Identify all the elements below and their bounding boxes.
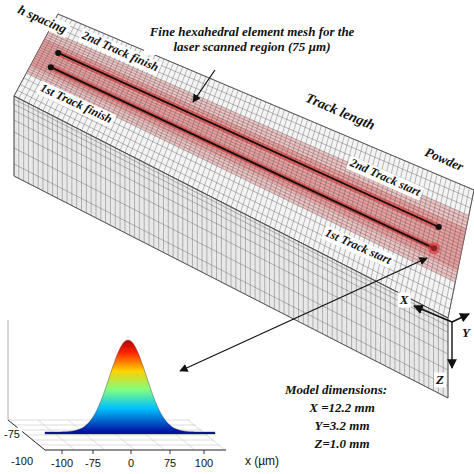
axis-tick — [62, 450, 63, 454]
mesh-line — [47, 35, 468, 223]
mesh-line — [48, 33, 468, 219]
mesh-line — [42, 43, 464, 235]
mesh-line — [55, 20, 472, 199]
axis-tick — [204, 450, 205, 454]
axis-arrow — [451, 322, 452, 368]
z-axis — [8, 320, 9, 420]
mesh-line — [34, 58, 460, 259]
mesh-line — [20, 85, 451, 301]
dimension-heading: Model dimensions: — [283, 383, 389, 398]
mesh-line — [45, 39, 466, 229]
dimension-label: Track length — [301, 89, 379, 134]
mesh-line — [27, 71, 455, 279]
tick-label: -75 — [2, 428, 22, 441]
plot-grid — [32, 440, 214, 441]
scan-track — [51, 67, 434, 248]
track-point — [436, 224, 442, 230]
mesh-line — [14, 132, 448, 354]
mesh-line — [37, 54, 462, 252]
mesh-note: Fine hexahedral element mesh for the las… — [144, 25, 360, 55]
gaussian-plot — [8, 320, 226, 454]
axis-title: x (µm) — [243, 455, 281, 469]
region-label: Powder — [421, 144, 468, 175]
plot-grid — [188, 420, 225, 450]
tick-label: -100 — [49, 457, 75, 470]
annotation-lines — [180, 70, 469, 371]
mesh-line — [43, 41, 465, 232]
mesh-line — [429, 182, 456, 308]
laser-spot — [428, 242, 440, 254]
mesh-line — [30, 67, 458, 273]
mesh-line — [46, 37, 467, 226]
axis-label: Z — [434, 373, 446, 388]
scan-track — [58, 53, 439, 227]
tick-label: -100 — [9, 455, 35, 468]
mesh-line — [438, 186, 464, 313]
tick-label: 75 — [162, 457, 178, 470]
mesh-line — [24, 78, 454, 290]
mesh-line — [14, 176, 448, 398]
mesh-line — [33, 60, 459, 262]
mesh-line — [41, 45, 464, 239]
mesh-line — [14, 148, 448, 370]
x-axis — [45, 450, 226, 451]
axis-arrow — [414, 306, 452, 322]
mesh-line — [14, 104, 448, 326]
track-label: 1st Track finish — [36, 81, 116, 128]
track-label: 2nd Track start — [346, 156, 424, 201]
gaussian-surface — [45, 340, 215, 434]
track-glow — [58, 53, 439, 227]
dimension-value: Y=3.2 mm — [312, 419, 371, 434]
beam-arrow — [180, 258, 427, 371]
tick-label: 100 — [193, 457, 215, 470]
mesh-line — [443, 188, 469, 315]
axis-tick — [131, 450, 132, 454]
axis-tick — [93, 450, 94, 454]
fe-mesh — [14, 14, 474, 398]
scan-region — [26, 30, 468, 282]
track-point — [48, 64, 54, 70]
mesh-line — [39, 50, 463, 246]
mesh-line — [35, 56, 460, 256]
scan-region-core — [30, 39, 466, 271]
axis-label: X — [398, 293, 411, 308]
axis-tick — [170, 450, 171, 454]
mesh-line — [14, 164, 448, 386]
axis-label: Y — [460, 326, 472, 341]
mesh-line — [31, 65, 458, 269]
track-point — [55, 50, 61, 56]
plot-grid — [38, 445, 220, 446]
dimension-value: X =12.2 mm — [307, 401, 377, 416]
plot-grid — [44, 450, 226, 451]
track-label: 1st Track start — [321, 225, 395, 268]
dimension-value: Z=1.0 mm — [312, 437, 371, 452]
mesh-line — [448, 190, 474, 318]
dimension-label: h spacing — [14, 2, 71, 38]
tick-label: 0 — [126, 457, 136, 470]
axis-arrow — [452, 314, 469, 322]
leader-arrow — [193, 70, 215, 102]
tick-label: -75 — [83, 457, 103, 470]
mesh-line — [38, 52, 462, 249]
track-glow — [51, 67, 434, 248]
